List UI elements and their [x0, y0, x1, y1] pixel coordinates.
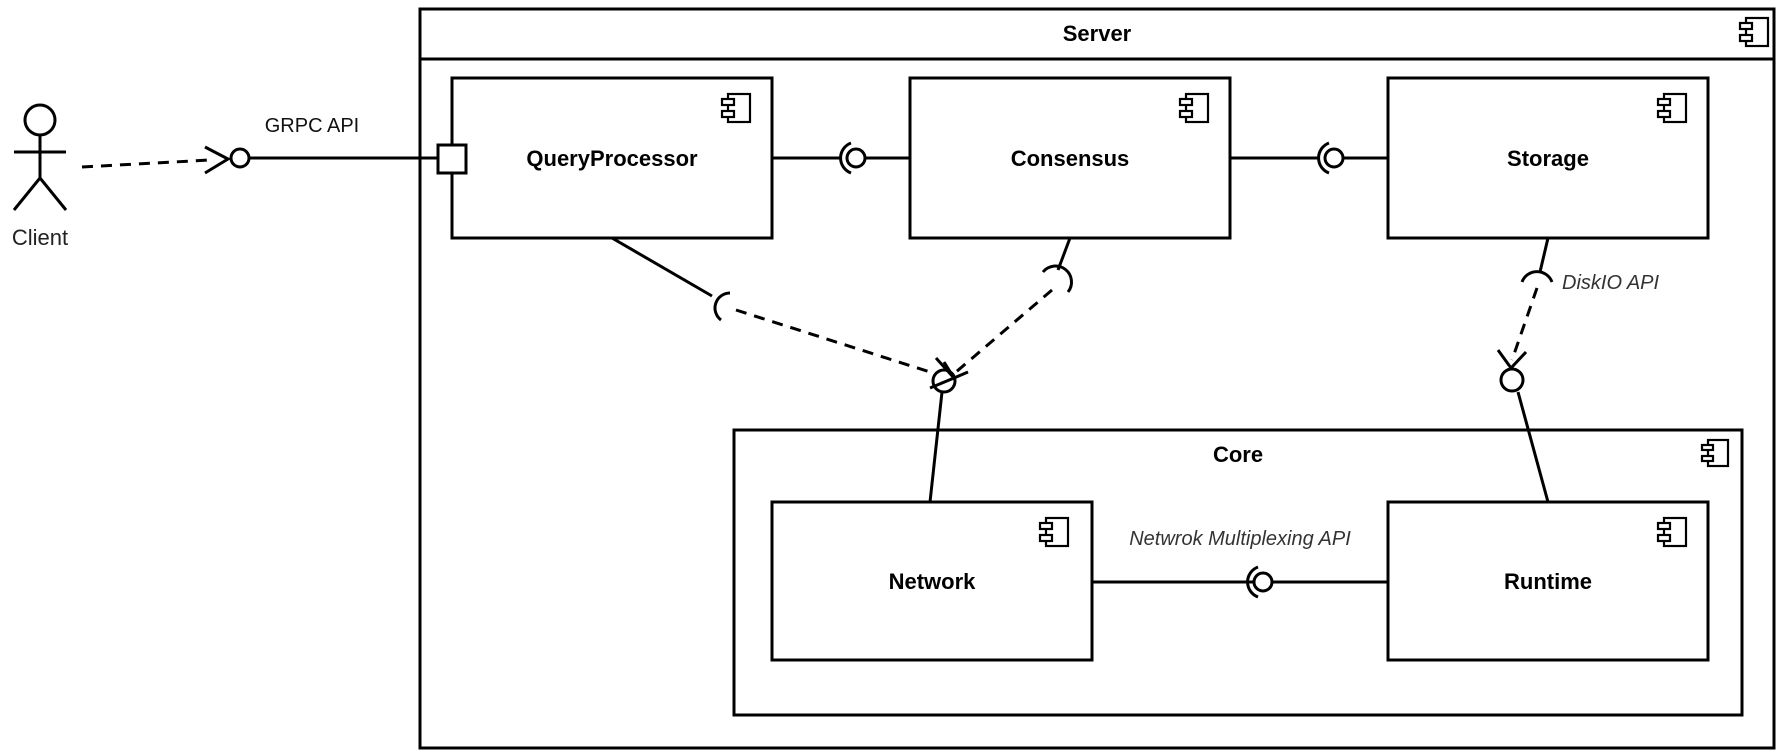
actor-head	[23, 103, 57, 137]
qp-consensus-connector	[772, 141, 910, 175]
runtime-required-socket	[1246, 565, 1259, 599]
qp-network-dependency	[611, 236, 957, 390]
query-processor-port	[436, 143, 468, 175]
consensus-title: Consensus	[1011, 146, 1130, 171]
storage-title: Storage	[1507, 146, 1589, 171]
actor-label: Client	[12, 225, 68, 250]
storage-runtime-dependency: DiskIO API	[1496, 237, 1659, 371]
qp-required-socket	[839, 141, 852, 175]
component-icon	[1656, 516, 1688, 548]
grpc-label: GRPC API	[265, 115, 359, 137]
query-processor-title: QueryProcessor	[526, 146, 698, 171]
consensus-box	[908, 76, 1232, 240]
storage-component[interactable]: Storage	[1386, 76, 1710, 240]
runtime-component[interactable]: Runtime	[1386, 500, 1710, 662]
grpc-lollipop	[229, 147, 251, 169]
network-multiplexing-interface	[1252, 571, 1274, 593]
storage-diskio-socket	[1520, 270, 1554, 283]
grpc-interface[interactable]: GRPC API	[229, 115, 438, 169]
consensus-required-socket	[1317, 141, 1330, 175]
qp-network-socket	[713, 291, 731, 322]
client-actor[interactable]: Client	[12, 103, 68, 250]
consensus-network-dependency	[942, 237, 1073, 380]
component-icon	[720, 92, 752, 124]
network-title: Network	[889, 569, 977, 594]
network-box	[770, 500, 1094, 662]
component-icon	[1738, 16, 1770, 48]
component-icon	[1038, 516, 1070, 548]
client-to-grpc-dependency	[81, 145, 232, 175]
network-component[interactable]: Network	[770, 500, 1094, 662]
network-runtime-connector: Netwrok Multiplexing API	[1092, 528, 1388, 599]
server-title: Server	[1063, 21, 1132, 46]
consensus-network-socket	[1041, 264, 1073, 293]
component-icon	[1656, 92, 1688, 124]
query-processor-component[interactable]: QueryProcessor	[436, 76, 774, 240]
diskio-label: DiskIO API	[1562, 272, 1659, 294]
storage-provided-interface	[1323, 147, 1345, 169]
actor-left-leg	[12, 177, 42, 211]
component-icon	[1178, 92, 1210, 124]
core-title: Core	[1213, 442, 1263, 467]
runtime-box	[1386, 500, 1710, 662]
network-multiplexing-label: Netwrok Multiplexing API	[1129, 528, 1351, 550]
storage-box	[1386, 76, 1710, 240]
actor-right-leg	[38, 177, 68, 211]
consensus-component[interactable]: Consensus	[908, 76, 1232, 240]
component-icon	[1700, 438, 1730, 468]
consensus-provided-interface	[845, 147, 867, 169]
runtime-title: Runtime	[1504, 569, 1592, 594]
consensus-storage-connector	[1230, 141, 1388, 175]
network-provided-interface	[928, 368, 957, 503]
runtime-provided-interface	[1499, 367, 1550, 503]
